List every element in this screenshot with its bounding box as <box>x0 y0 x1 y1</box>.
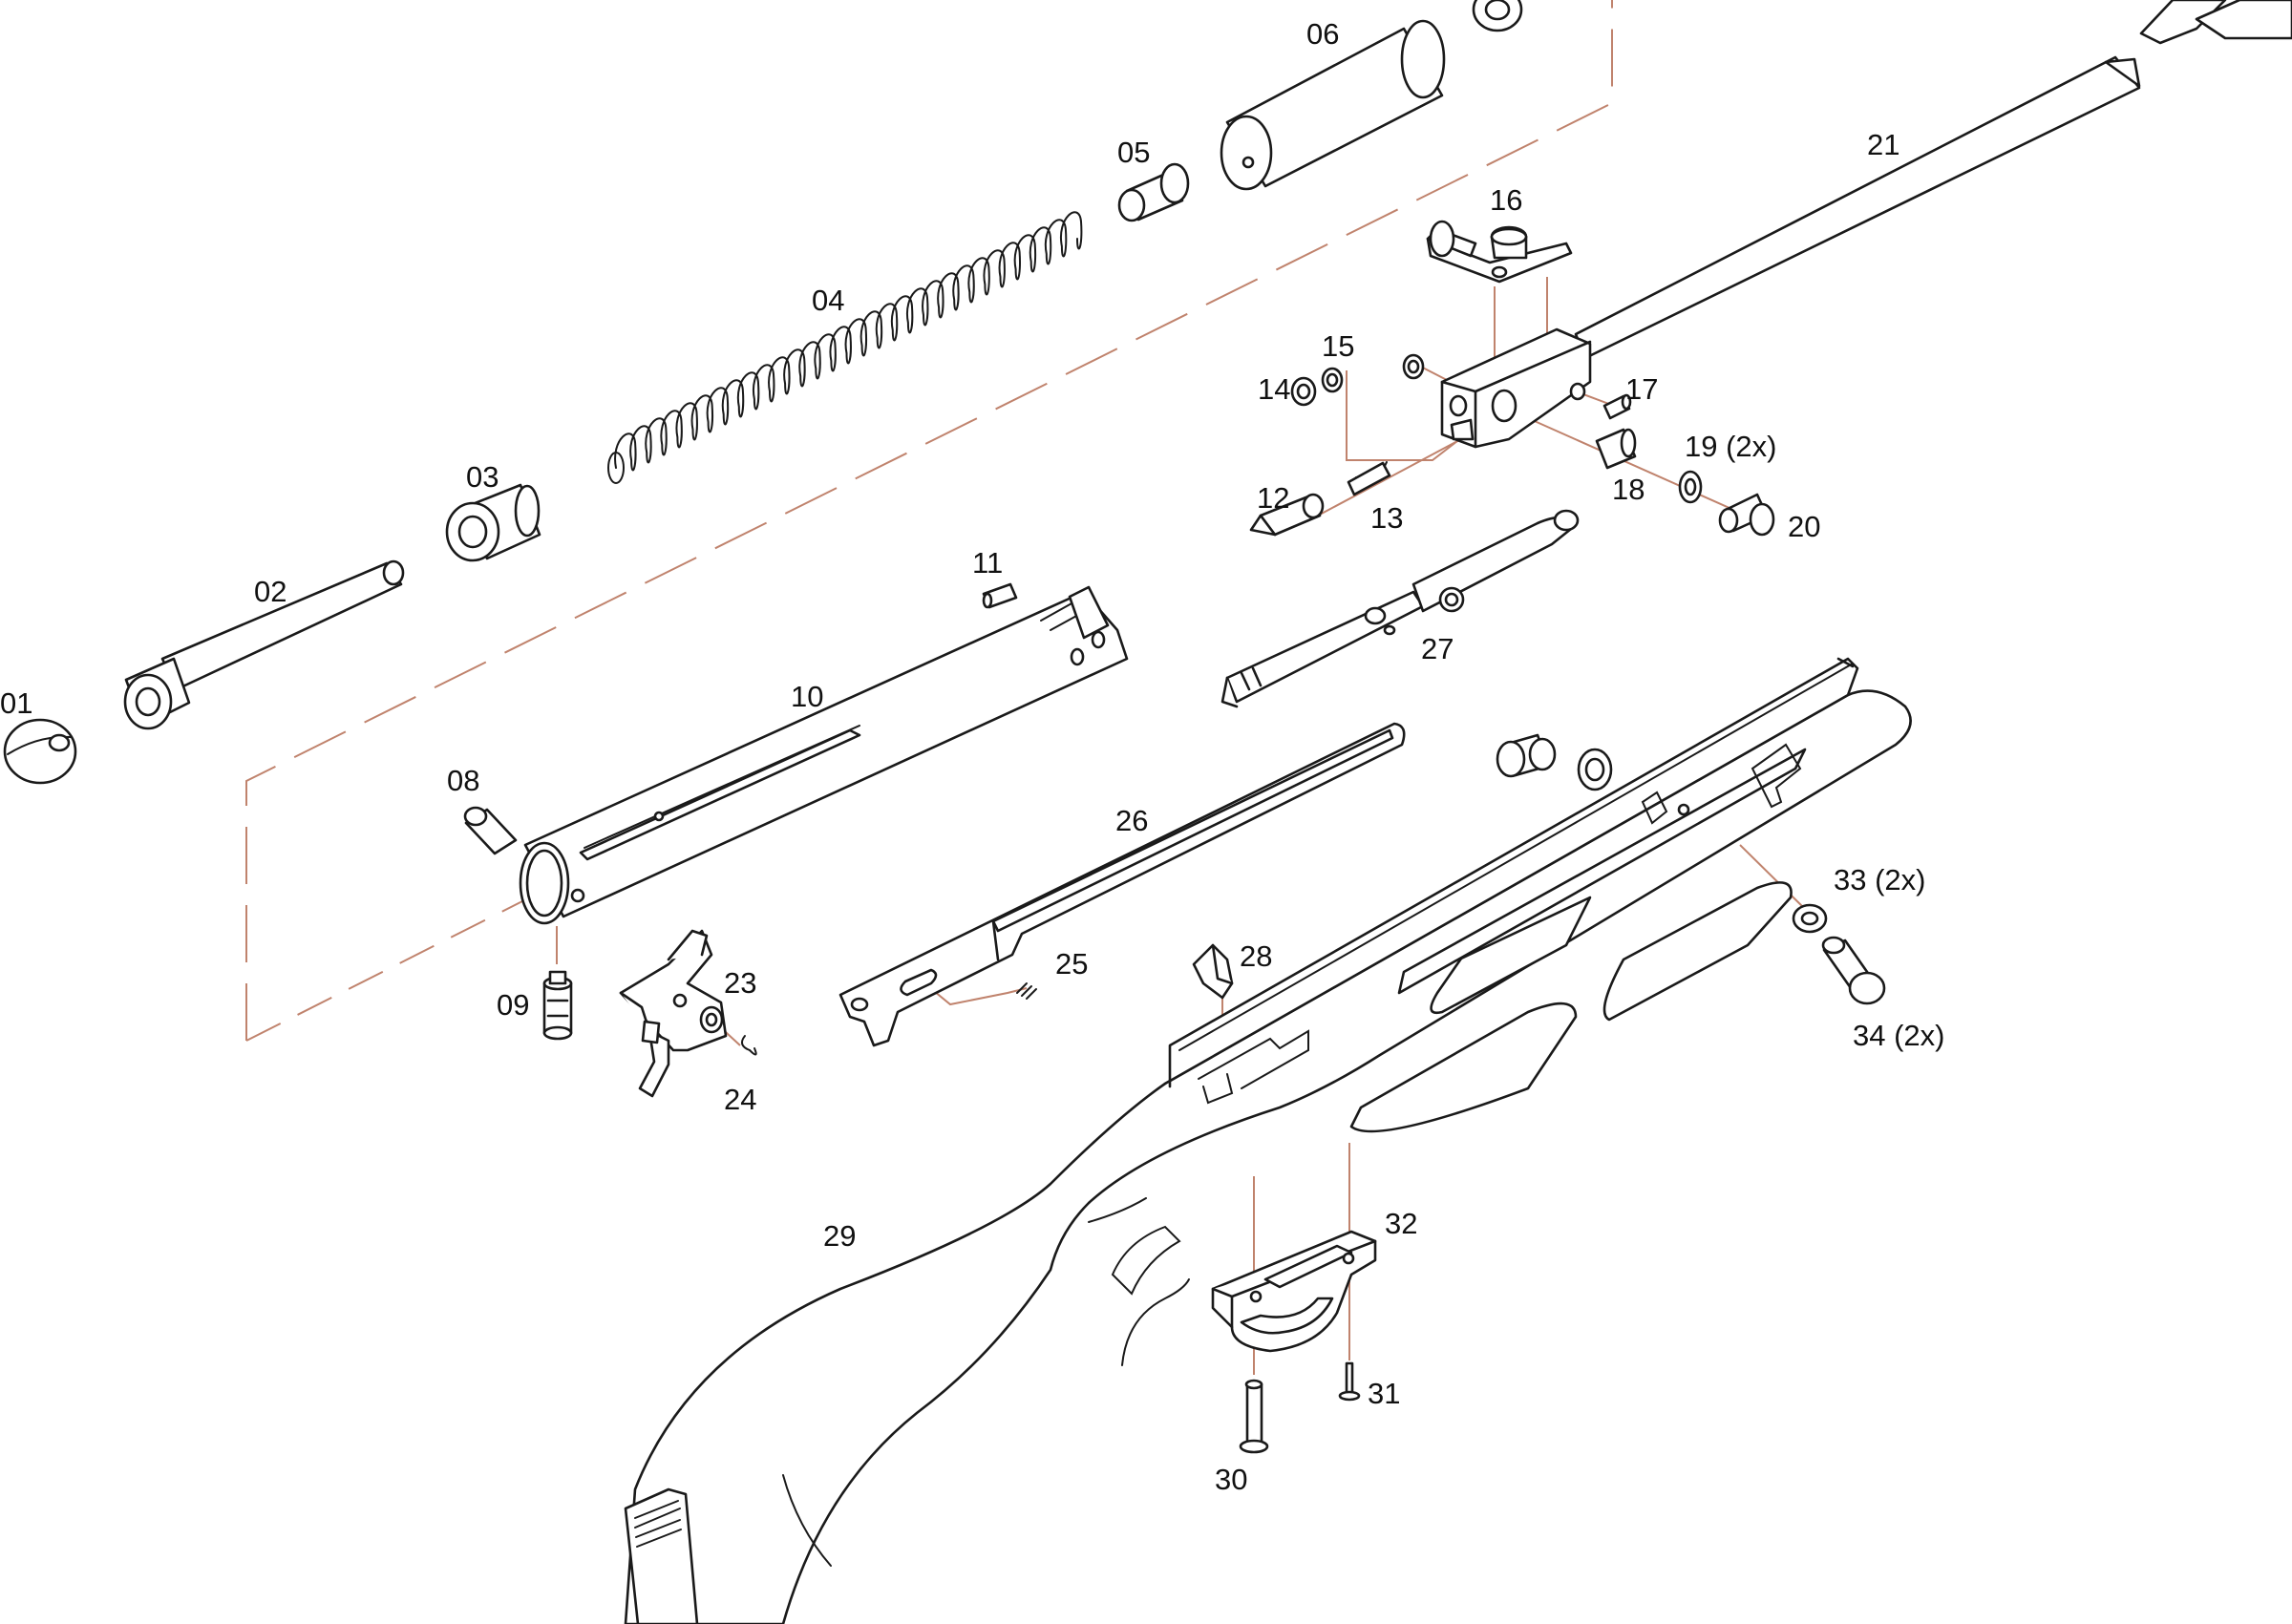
part-29-stock <box>624 657 1912 1624</box>
label-21: 21 <box>1867 128 1899 161</box>
part-11-pin <box>982 582 1018 609</box>
label-29: 29 <box>823 1219 856 1253</box>
label-10: 10 <box>791 680 823 713</box>
part-10-tube <box>519 585 1129 925</box>
label-18: 18 <box>1612 473 1645 506</box>
part-32-trigger-guard <box>1211 1230 1377 1353</box>
label-15: 15 <box>1322 329 1354 363</box>
label-03: 03 <box>466 460 499 494</box>
part-16-rear-sight <box>1426 220 1573 284</box>
label-09: 09 <box>497 988 529 1022</box>
label-20: 20 <box>1788 510 1820 543</box>
parts-small-breech <box>1249 367 1775 537</box>
label-06: 06 <box>1306 17 1339 51</box>
label-12: 12 <box>1257 481 1289 515</box>
label-26: 26 <box>1115 804 1148 837</box>
breech-block <box>1402 327 1592 449</box>
part-27-linkage <box>1220 509 1580 708</box>
dashed-assembly-axis <box>245 0 1613 1041</box>
part-26-lever <box>838 722 1406 1047</box>
label-08: 08 <box>447 764 479 797</box>
label-16: 16 <box>1490 183 1522 217</box>
label-04: 04 <box>812 284 844 317</box>
part-12-detent <box>1249 493 1325 537</box>
label-25: 25 <box>1055 947 1088 981</box>
label-34: 34 (2x) <box>1853 1019 1944 1052</box>
part-05-guide <box>1117 162 1190 222</box>
part-08-pin <box>463 806 518 855</box>
part-20-screw <box>1718 493 1775 537</box>
label-27: 27 <box>1421 632 1454 665</box>
part-31-screw <box>1338 1361 1361 1402</box>
label-11: 11 <box>972 546 1003 580</box>
part-34-screw <box>1821 936 1886 1005</box>
label-24: 24 <box>724 1083 756 1116</box>
part-21-barrel <box>1574 0 2292 360</box>
stock-bolt-and-washer <box>1496 733 1613 791</box>
part-18-sleeve <box>1595 428 1637 470</box>
part-06-cylinder <box>1220 0 1523 191</box>
part-25-spring <box>1016 982 1037 1000</box>
label-14: 14 <box>1258 372 1290 406</box>
label-05: 05 <box>1117 136 1150 169</box>
leader-33 <box>1739 844 1806 910</box>
part-33-washer <box>1792 903 1828 934</box>
part-17-pin <box>1602 393 1632 420</box>
label-33: 33 (2x) <box>1834 863 1925 896</box>
label-32: 32 <box>1385 1207 1417 1240</box>
part-28-safety <box>1192 943 1234 1000</box>
part-labels: 01 02 03 04 05 06 08 09 10 11 12 13 14 1… <box>0 17 1944 1496</box>
label-17: 17 <box>1625 372 1658 406</box>
label-28: 28 <box>1240 939 1272 973</box>
part-13-spring <box>1347 461 1391 496</box>
label-13: 13 <box>1370 501 1403 535</box>
spring-end <box>607 452 625 484</box>
dashed-lower-axis <box>245 901 521 1042</box>
label-23: 23 <box>724 966 756 1000</box>
label-31: 31 <box>1368 1377 1400 1410</box>
part-09-screw <box>542 970 573 1041</box>
part-02-rod <box>123 559 405 730</box>
assembly-leader-lines <box>245 0 1806 1375</box>
part-23-trigger <box>619 929 728 1098</box>
part-24-clip <box>740 1035 757 1056</box>
label-02: 02 <box>254 575 286 608</box>
leader-15 <box>1346 370 1467 461</box>
label-19: 19 (2x) <box>1685 430 1776 463</box>
part-04-spring <box>607 211 1083 484</box>
part-01-cap <box>3 718 77 785</box>
part-30-screw <box>1239 1379 1269 1454</box>
part-03-seal <box>445 483 541 562</box>
leader-19 <box>1527 417 1758 521</box>
label-30: 30 <box>1215 1463 1247 1496</box>
label-01: 01 <box>0 686 32 720</box>
leader-13 <box>1317 438 1462 517</box>
spring-coils <box>614 211 1083 472</box>
